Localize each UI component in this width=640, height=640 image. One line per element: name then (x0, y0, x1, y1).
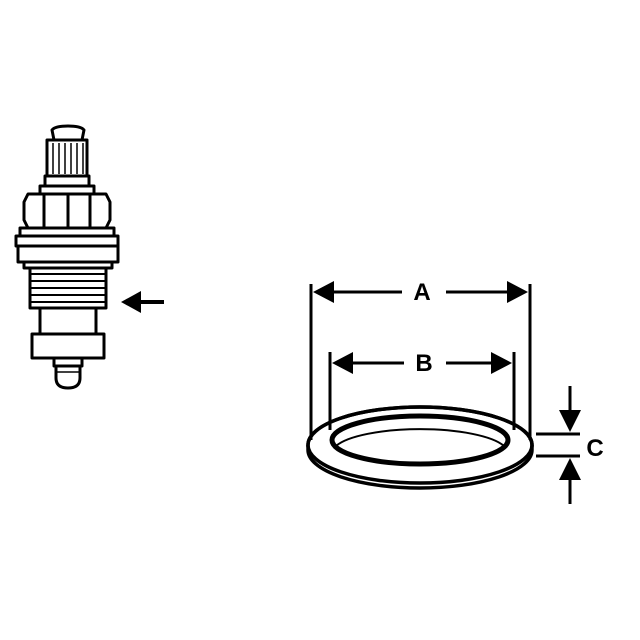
washer-illustration (306, 405, 534, 490)
dimension-b (328, 352, 516, 430)
dimension-a (309, 281, 532, 440)
cartridge-stem-illustration (14, 124, 120, 390)
pointer-arrow-icon (121, 291, 164, 313)
dimension-label-a: A (413, 279, 430, 306)
dimension-label-b: B (415, 350, 432, 377)
dimension-c (536, 386, 581, 504)
dimension-label-c: C (586, 435, 603, 462)
